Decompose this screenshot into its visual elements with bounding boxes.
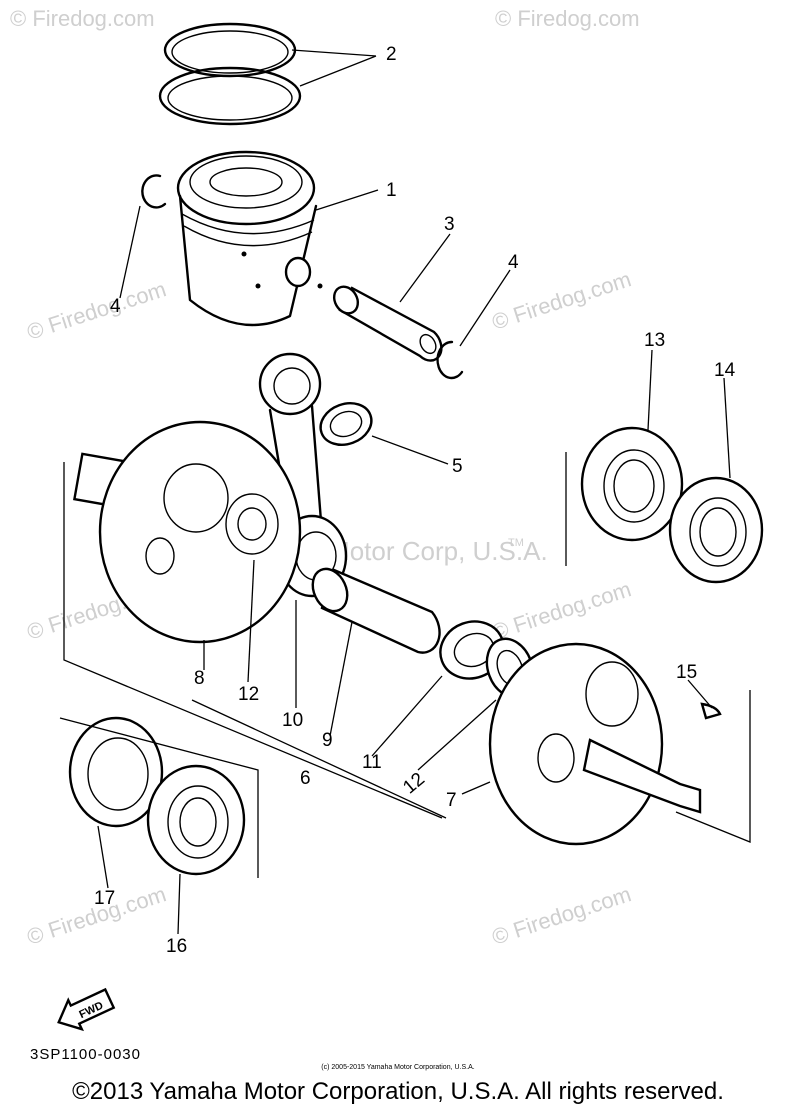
woodruff-key [700, 702, 722, 720]
watermark-firedog: © Firedog.com [495, 6, 640, 31]
callout-3: 3 [444, 214, 455, 235]
watermark-tm: TM [508, 537, 524, 549]
main-bearing-left [146, 764, 246, 876]
callout-15: 15 [676, 662, 697, 683]
crank-web-left [73, 420, 302, 644]
watermark-firedog: © Firedog.com [489, 266, 634, 334]
callout-16: 16 [166, 936, 187, 957]
callout-10: 10 [282, 710, 303, 731]
small-copyright: (c) 2005-2015 Yamaha Motor Corporation, … [321, 1064, 475, 1071]
callout-6: 6 [300, 768, 311, 789]
callout-2: 2 [386, 44, 397, 65]
main-bearing-right [580, 426, 684, 542]
piston-pin [332, 285, 443, 362]
callout-14: 14 [714, 360, 736, 381]
callout-12: 12 [399, 769, 429, 799]
piston-pin-clip-left [141, 174, 167, 209]
watermark-firedog: © Firedog.com [10, 6, 155, 31]
crank-pin [311, 567, 441, 654]
watermark-firedog: © Firedog.com [489, 881, 634, 949]
small-end-bearing [319, 402, 373, 446]
callout-4: 4 [508, 252, 519, 273]
assembly-brackets [59, 452, 751, 878]
fwd-arrow: FWD [57, 987, 116, 1032]
watermark-firedog: © Firedog.com [24, 276, 169, 344]
diagram-code: 3SP1100-0030 [30, 1046, 141, 1063]
callout-13: 13 [644, 330, 665, 351]
callout-11: 11 [362, 752, 382, 773]
callout-8: 8 [194, 668, 205, 689]
callout-9: 9 [322, 730, 333, 751]
oil-seal-right [668, 476, 764, 584]
callout-4: 4 [110, 296, 121, 317]
piston [176, 150, 323, 327]
callout-17: 17 [94, 888, 115, 909]
callout-5: 5 [452, 456, 463, 477]
crank-web-right [488, 642, 702, 846]
callout-12: 12 [238, 684, 259, 705]
watermark-firedog: © Firedog.com [489, 576, 634, 644]
footer-copyright: ©2013 Yamaha Motor Corporation, U.S.A. A… [72, 1078, 724, 1105]
piston-rings [158, 22, 302, 126]
oil-seal-left [68, 716, 164, 828]
leader-lines [97, 49, 731, 935]
piston-pin-clip-right [436, 340, 464, 380]
callout-7: 7 [446, 790, 457, 811]
callout-1: 1 [386, 180, 397, 201]
